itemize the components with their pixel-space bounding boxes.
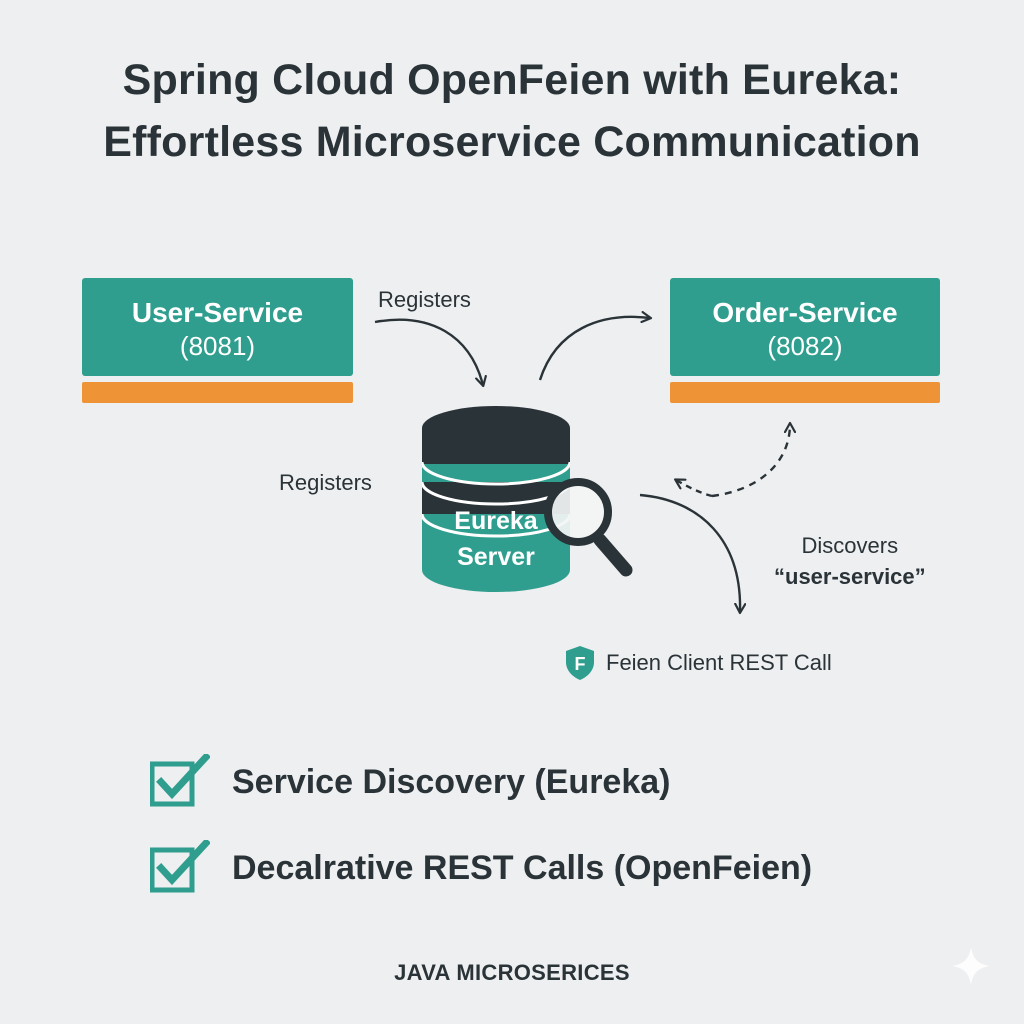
- discovery-dashed-arrow-up: [711, 424, 790, 498]
- discovery-dashed-arrow-left: [676, 480, 713, 498]
- feign-client-call: F Feien Client REST Call: [564, 645, 832, 681]
- page-title-line1: Spring Cloud OpenFeien with Eureka:: [122, 56, 902, 104]
- page-title-line2: Effortless Microservice Communication: [103, 118, 921, 166]
- feature-item: Service Discovery (Eureka): [150, 754, 670, 810]
- user-service-port: (8081): [179, 331, 256, 361]
- discovers-label-service: “user-service”: [774, 564, 926, 589]
- user-service-name: User-Service: [131, 297, 304, 328]
- feature-label: Decalrative REST Calls (OpenFeien): [232, 848, 813, 887]
- discovers-label-line1: Discovers: [801, 533, 899, 558]
- discovers-label: Discovers “user-service”: [774, 530, 926, 592]
- magnifier-icon: [544, 478, 633, 577]
- registers-label-left: Registers: [279, 470, 372, 495]
- order-service-accent-bar: [670, 382, 940, 403]
- registers-arrow-user: [374, 318, 483, 385]
- sparkle-icon: [952, 947, 990, 985]
- shield-icon: F: [566, 646, 594, 680]
- user-service-box: User-Service (8081): [82, 278, 353, 376]
- checkbox-check-icon: [150, 754, 210, 807]
- order-service-box: Order-Service (8082): [670, 278, 940, 376]
- registers-arrow-order: [538, 317, 650, 381]
- checkbox-check-icon: [150, 840, 210, 893]
- feign-client-label: Feien Client REST Call: [606, 650, 832, 675]
- feature-label: Service Discovery (Eureka): [232, 762, 671, 801]
- eureka-label-line2: Server: [457, 543, 535, 571]
- discovery-arrow-down: [639, 493, 740, 612]
- feature-item: Decalrative REST Calls (OpenFeien): [150, 840, 812, 896]
- order-service-port: (8082): [767, 331, 843, 361]
- eureka-label-line1: Eureka: [454, 507, 538, 535]
- shield-badge-letter: F: [575, 654, 586, 674]
- user-service-accent-bar: [82, 382, 353, 403]
- eureka-server-cylinder: [422, 428, 570, 592]
- order-service-name: Order-Service: [712, 297, 898, 328]
- footer-label: JAVA MICROSERICES: [394, 960, 630, 985]
- registers-label-top: Registers: [378, 287, 471, 312]
